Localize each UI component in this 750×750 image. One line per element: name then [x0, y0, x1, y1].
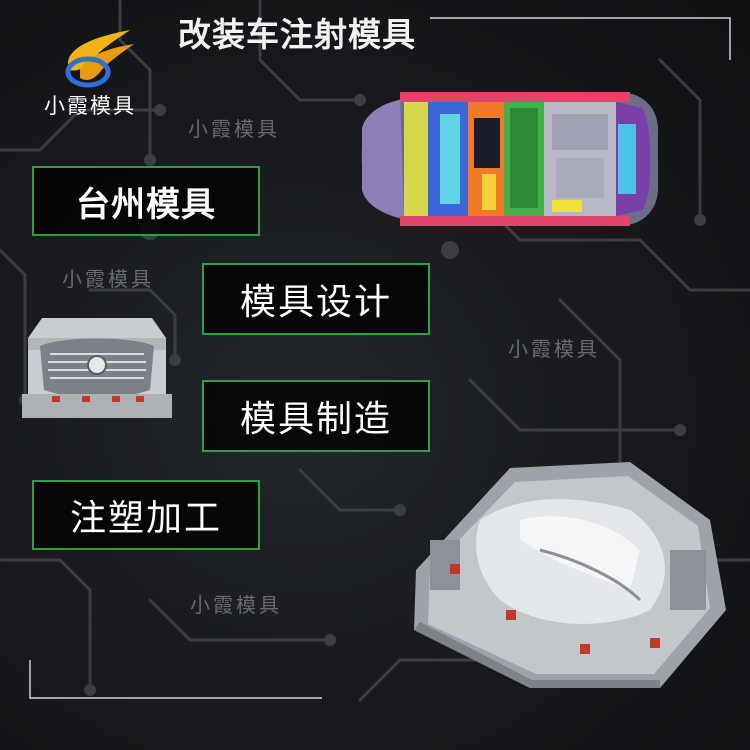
page-title: 改装车注射模具 [178, 15, 416, 54]
service-box-label: 模具设计 [239, 282, 392, 323]
watermark: 小霞模具 [190, 593, 282, 617]
service-box-mold-manufacturing: 模具制造 [202, 380, 430, 452]
large-mold-image [414, 462, 726, 688]
brand-logo-icon [65, 30, 134, 88]
service-box-label: 注塑加工 [69, 498, 222, 539]
brand-name: 小霞模具 [44, 94, 136, 118]
watermark: 小霞模具 [62, 267, 154, 291]
watermark: 小霞模具 [188, 117, 280, 141]
service-box-taizhou-mold: 台州模具 [32, 166, 260, 236]
car-body-cad-image [361, 92, 658, 226]
service-box-mold-design: 模具设计 [202, 263, 430, 335]
grille-mold-image [22, 318, 172, 418]
service-box-label: 台州模具 [76, 184, 216, 225]
service-box-injection-processing: 注塑加工 [32, 480, 260, 550]
watermark: 小霞模具 [508, 337, 600, 361]
service-box-label: 模具制造 [239, 399, 392, 440]
